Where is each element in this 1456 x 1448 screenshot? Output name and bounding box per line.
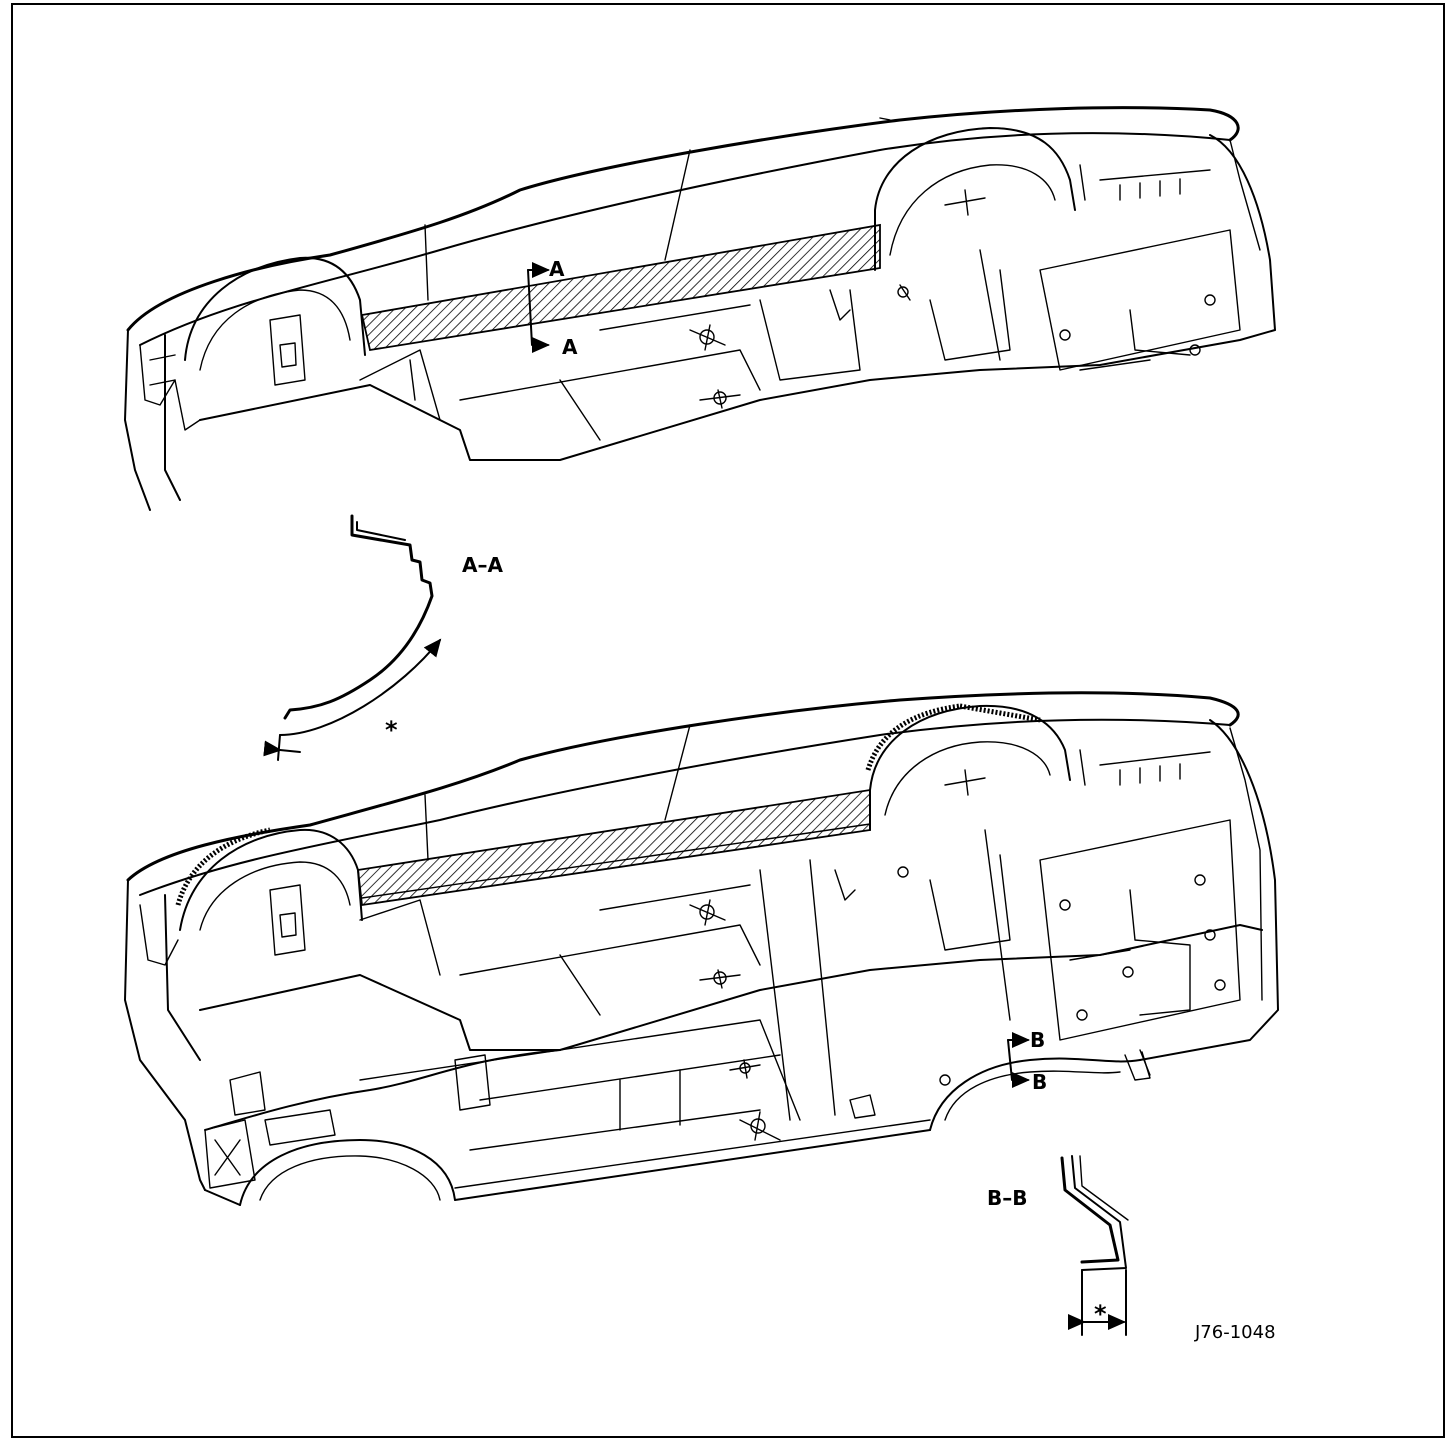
section-b-marker: B B: [1007, 1028, 1047, 1094]
section-a-a-profile: A–A *: [263, 514, 503, 761]
section-b-b-profile: B–B *: [987, 1155, 1129, 1336]
section-a-bottom-label: A: [562, 335, 578, 359]
section-a-top-label: A: [549, 257, 565, 281]
section-b-bottom-label: B: [1032, 1070, 1047, 1094]
section-a-marker: A A: [527, 257, 578, 359]
figure-code: J76-1048: [1194, 1322, 1276, 1343]
bottom-car-underbody: [124, 691, 1279, 1206]
section-a-a-title: A–A: [462, 553, 503, 577]
page-frame: [11, 3, 1445, 1438]
section-b-top-label: B: [1030, 1028, 1045, 1052]
section-a-asterisk: *: [385, 716, 398, 744]
section-b-asterisk: *: [1094, 1300, 1107, 1328]
section-b-b-title: B–B: [987, 1186, 1028, 1210]
top-car-underbody: [124, 106, 1276, 511]
rocker-panel-hatched: [360, 223, 881, 352]
